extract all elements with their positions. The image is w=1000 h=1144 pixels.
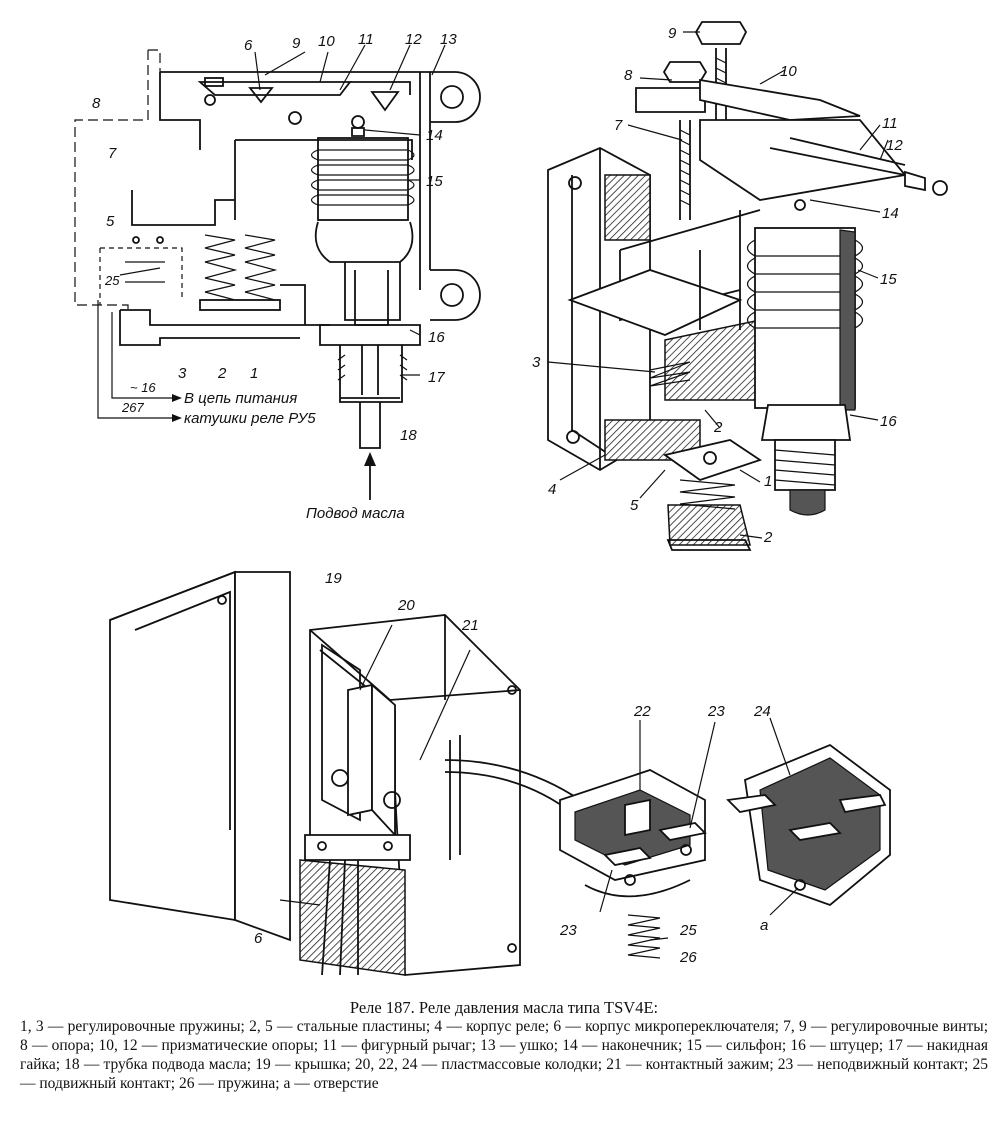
circuit-text-line1: В цепь питания: [184, 390, 297, 407]
cutaway-callout-14: 14: [882, 205, 899, 222]
callout-16: 16: [428, 329, 445, 346]
cutaway-callout-7: 7: [614, 117, 623, 134]
cutaway-callout-11: 11: [882, 115, 898, 132]
cutaway-callout-5: 5: [630, 497, 639, 514]
exploded-callout-24: 24: [753, 703, 771, 720]
callout-15: 15: [426, 173, 443, 190]
cutaway-callout-1: 1: [764, 473, 772, 490]
cutaway-callout-8: 8: [624, 67, 633, 84]
schematic-diagram: [74, 44, 481, 500]
callout-6: 6: [244, 37, 253, 54]
cutaway-callout-2b: 2: [763, 529, 773, 546]
cutaway-view: [547, 21, 948, 551]
exploded-callout-20: 20: [397, 597, 415, 614]
figure-caption: Реле 187. Реле давления масла типа TSV4E…: [20, 998, 988, 1093]
exploded-view: [109, 570, 891, 976]
cutaway-callout-4: 4: [548, 481, 556, 498]
callout-1: 1: [250, 365, 258, 382]
cutaway-callout-2a: 2: [713, 419, 723, 436]
callout-3: 3: [178, 365, 187, 382]
cutaway-callout-12: 12: [886, 137, 903, 154]
callout-11: 11: [358, 31, 374, 48]
exploded-callout-21: 21: [461, 617, 479, 634]
circuit-text-line2: катушки реле РУ5: [184, 410, 316, 427]
cutaway-callout-3: 3: [532, 354, 541, 371]
exploded-callout-23b: 23: [559, 922, 577, 939]
oil-supply-label: Подвод масла: [306, 505, 405, 522]
caption-body: 1, 3 — регулировочные пружины; 2, 5 — ст…: [20, 1018, 988, 1092]
exploded-callout-6: 6: [254, 930, 263, 947]
callout-7: 7: [108, 145, 117, 162]
cutaway-callout-9: 9: [668, 25, 677, 42]
callout-8: 8: [92, 95, 101, 112]
bellows-15: [746, 227, 864, 411]
callout-13: 13: [440, 31, 457, 48]
exploded-callout-19: 19: [325, 570, 342, 587]
cutaway-callout-16: 16: [880, 413, 897, 430]
callout-2: 2: [217, 365, 227, 382]
callout-5: 5: [106, 213, 115, 230]
cutaway-callout-10: 10: [780, 63, 797, 80]
callout-12: 12: [405, 31, 422, 48]
exploded-callout-25: 25: [679, 922, 697, 939]
caption-title: Реле 187. Реле давления масла типа TSV4E…: [349, 998, 659, 1017]
wire-label-16: ~ 16: [130, 380, 156, 395]
cutaway-callout-15: 15: [880, 271, 897, 288]
exploded-callout-23a: 23: [707, 703, 725, 720]
callout-10: 10: [318, 33, 335, 50]
callout-14: 14: [426, 127, 443, 144]
relay-drawing: 6 9 10 11 12 13 14 15 16 17 18 8 7 5 25 …: [74, 21, 948, 976]
wire-label-267: 267: [121, 400, 144, 415]
exploded-callout-22: 22: [633, 703, 651, 720]
exploded-callout-a: а: [760, 917, 768, 934]
exploded-callout-26: 26: [679, 949, 697, 966]
callout-25: 25: [104, 273, 120, 288]
callout-18: 18: [400, 427, 417, 444]
callout-9: 9: [292, 35, 301, 52]
callout-17: 17: [428, 369, 445, 386]
